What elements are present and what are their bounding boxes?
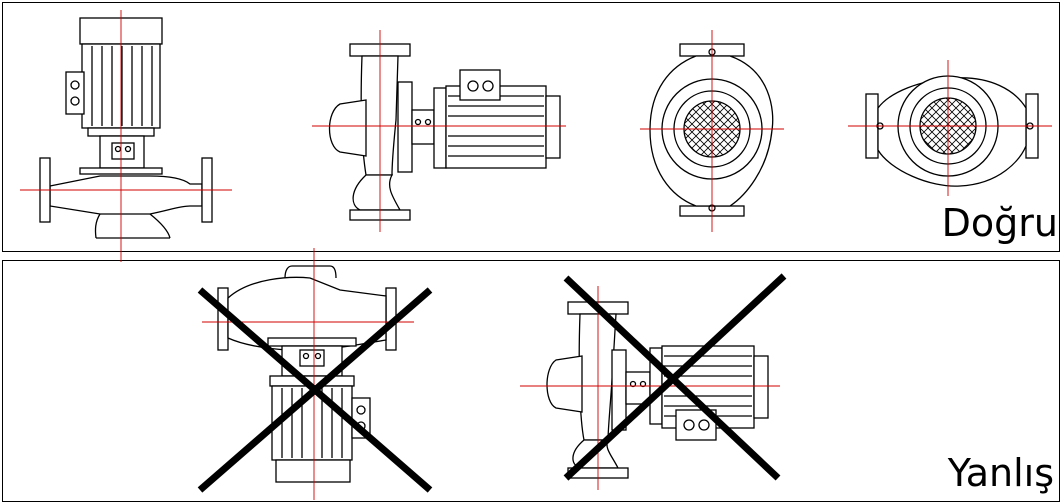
cross-mark-line-2 (197, 287, 433, 493)
correct-label: Doğru (941, 201, 1058, 245)
pump-front-view-vertical (640, 30, 784, 232)
pump-vertical-motor-down (197, 248, 433, 500)
cross-mark-line-4 (563, 273, 787, 481)
pump-horizontal-motor-right (312, 30, 566, 232)
pump-horizontal-inverted (520, 273, 787, 490)
wrong-installations-panel (2, 260, 1060, 502)
pump-vertical-motor-up (20, 10, 232, 262)
wrong-label: Yanlış (947, 451, 1054, 495)
pump-front-view-horizontal (848, 60, 1052, 196)
